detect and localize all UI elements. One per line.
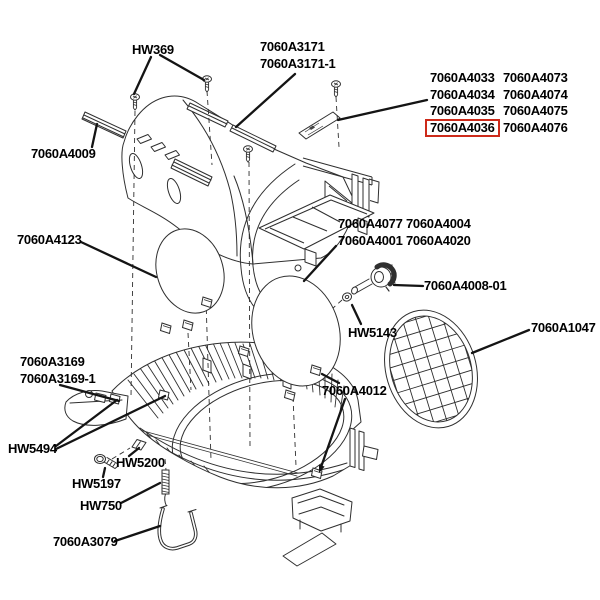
part-label-7060a4073: 7060A4073 bbox=[503, 70, 568, 85]
part-label-7060a4008-01: 7060A4008-01 bbox=[424, 278, 507, 293]
wire-guard-7060A1047 bbox=[377, 305, 485, 433]
part-label-7060a3169-1: 7060A3169-1 bbox=[20, 371, 96, 386]
part-label-7060a4004: 7060A4004 bbox=[406, 216, 471, 231]
part-label-7060a4077: 7060A4077 bbox=[338, 216, 403, 231]
assembly-axes bbox=[111, 90, 343, 471]
part-label-hw5494: HW5494 bbox=[8, 441, 57, 456]
part-label-hw5197: HW5197 bbox=[72, 476, 121, 491]
part-label-7060a4009: 7060A4009 bbox=[31, 146, 96, 161]
mounting-rails bbox=[170, 102, 277, 187]
knob-7060A4008-01 bbox=[351, 262, 397, 295]
part-label-7060a3079: 7060A3079 bbox=[53, 534, 118, 549]
part-label-7060a4035: 7060A4035 bbox=[430, 103, 495, 118]
part-label-7060a4033: 7060A4033 bbox=[430, 70, 495, 85]
part-label-7060a4076: 7060A4076 bbox=[503, 120, 568, 135]
part-label-hw5143: HW5143 bbox=[348, 325, 397, 340]
part-label-hw369: HW369 bbox=[132, 42, 174, 57]
part-label-7060a4074: 7060A4074 bbox=[503, 87, 568, 102]
washer-HW5143 bbox=[341, 292, 353, 302]
part-label-7060a4001: 7060A4001 bbox=[338, 233, 403, 248]
part-label-7060a3171-1: 7060A3171-1 bbox=[260, 56, 336, 71]
part-label-7060a1047: 7060A1047 bbox=[531, 320, 596, 335]
highlight-box: 7060A4036 bbox=[425, 119, 500, 137]
part-label-7060a4036-highlighted: 7060A4036 bbox=[425, 119, 500, 137]
leader-arrowhead bbox=[319, 464, 325, 473]
spring-HW750 bbox=[161, 469, 170, 507]
part-label-hw750: HW750 bbox=[80, 498, 122, 513]
part-label-7060a4020: 7060A4020 bbox=[406, 233, 471, 248]
u-channel-foot bbox=[291, 488, 353, 533]
bail-7060A3079 bbox=[157, 505, 198, 551]
part-label-7060a3171: 7060A3171 bbox=[260, 39, 325, 54]
lower-housing bbox=[64, 341, 379, 567]
part-label-7060a4123: 7060A4123 bbox=[17, 232, 82, 247]
part-label-7060a4012: 7060A4012 bbox=[322, 383, 387, 398]
lens-7060A4123 bbox=[155, 228, 225, 314]
screw-HW5197 bbox=[94, 454, 119, 469]
part-label-7060a4075: 7060A4075 bbox=[503, 103, 568, 118]
part-label-7060a3169: 7060A3169 bbox=[20, 354, 85, 369]
rail-7060A4009 bbox=[81, 111, 127, 139]
vent-slits bbox=[128, 134, 182, 204]
sticker-outline bbox=[282, 532, 337, 567]
leader-lines bbox=[54, 53, 531, 543]
mounting-bracket bbox=[258, 157, 380, 267]
label-plate bbox=[298, 111, 341, 140]
lens-7060A4001 bbox=[251, 275, 341, 387]
part-label-hw5200: HW5200 bbox=[116, 455, 165, 470]
part-label-7060a4034: 7060A4034 bbox=[430, 87, 495, 102]
